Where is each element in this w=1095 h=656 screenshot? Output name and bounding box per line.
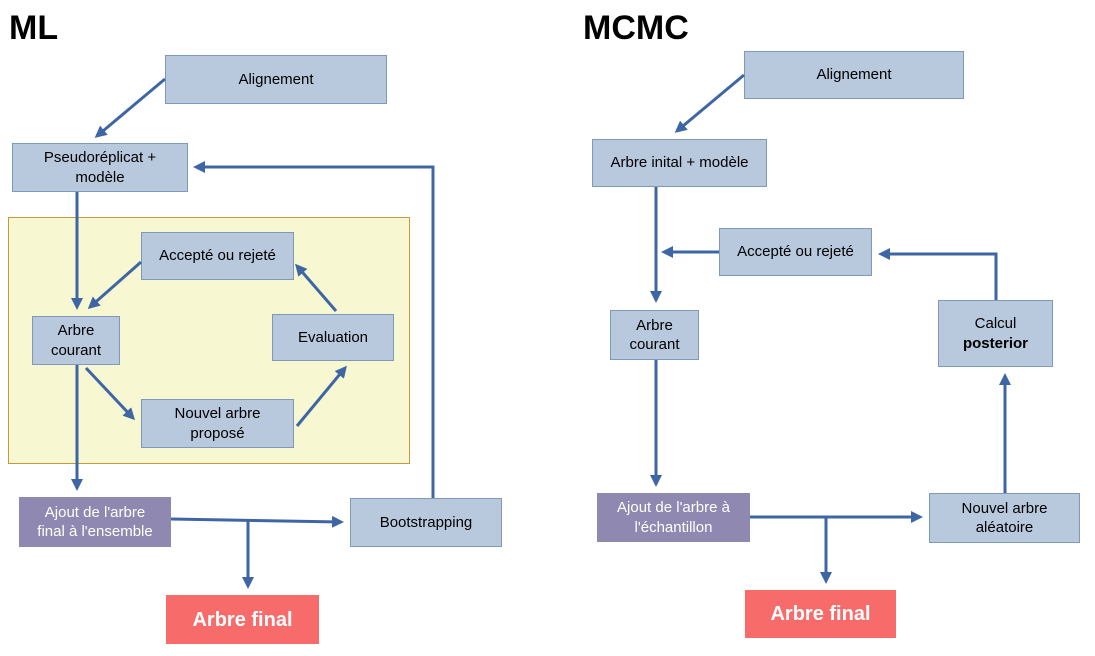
mcmc-accepte-rejete-box: Accepté ou rejeté bbox=[719, 228, 872, 276]
ml-nouvel-arbre-box: Nouvel arbre proposé bbox=[141, 399, 294, 448]
ml-ajout-arbre-box: Ajout de l'arbre final à l'ensemble bbox=[19, 497, 171, 547]
ml-pseudoreplicat-box: Pseudoréplicat + modèle bbox=[12, 143, 188, 192]
mcmc-calcul-posterior-box: Calcul posterior bbox=[938, 300, 1053, 367]
mcmc-arrow-alignement-to-arbre-initial bbox=[674, 73, 745, 133]
mcmc-calcul-label: Calcul bbox=[974, 315, 1017, 332]
mcmc-alignement-box: Alignement bbox=[744, 51, 964, 99]
mcmc-arbre-final-box: Arbre final bbox=[745, 590, 896, 638]
ml-accepte-rejete-box: Accepté ou rejeté bbox=[141, 232, 294, 280]
ml-arbre-final-box: Arbre final bbox=[166, 595, 319, 644]
mcmc-ajout-arbre-box: Ajout de l'arbre à l'échantillon bbox=[597, 493, 750, 542]
ml-alignement-box: Alignement bbox=[165, 55, 387, 104]
mcmc-arrow-calcul-to-accepte bbox=[878, 248, 998, 300]
ml-arrow-ajout-to-bootstrapping bbox=[170, 515, 344, 528]
ml-arrow-alignement-to-pseudoreplicat bbox=[94, 77, 166, 138]
ml-title: ML bbox=[9, 9, 59, 47]
ml-evaluation-box: Evaluation bbox=[272, 314, 394, 361]
mcmc-title: MCMC bbox=[583, 9, 689, 47]
mcmc-posterior-label: posterior bbox=[962, 334, 1028, 352]
mcmc-arbre-initial-box: Arbre inital + modèle bbox=[592, 139, 767, 187]
mcmc-nouvel-arbre-box: Nouvel arbre aléatoire bbox=[929, 493, 1080, 543]
ml-arbre-courant-box: Arbre courant bbox=[32, 316, 120, 365]
ml-bootstrapping-box: Bootstrapping bbox=[350, 498, 502, 547]
mcmc-arbre-courant-box: Arbre courant bbox=[610, 310, 699, 360]
